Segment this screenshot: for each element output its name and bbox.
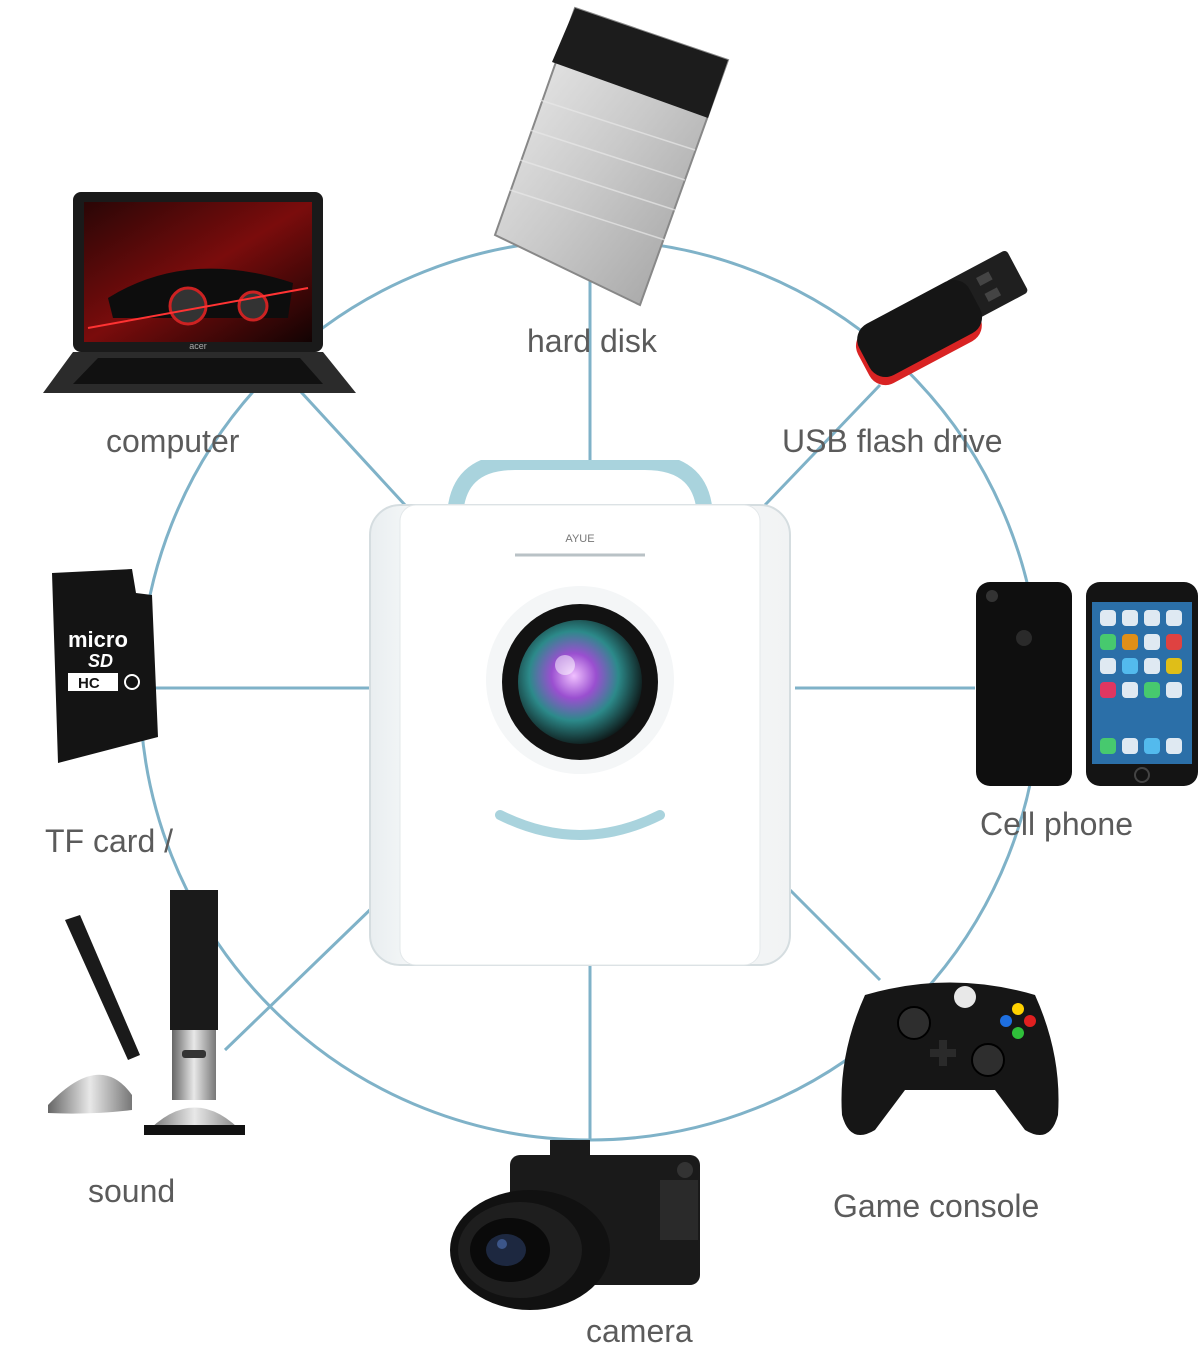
label-camera: camera bbox=[586, 1313, 693, 1349]
sd-type-text: SD bbox=[88, 651, 113, 671]
hard-disk-icon bbox=[493, 6, 730, 307]
sd-brand-text: micro bbox=[68, 627, 128, 652]
line-computer bbox=[288, 378, 407, 507]
camera-icon bbox=[450, 1140, 700, 1310]
label-hard-disk: hard disk bbox=[527, 323, 657, 359]
label-usb-flash-drive: USB flash drive bbox=[782, 423, 1003, 459]
cell-phone-icon bbox=[976, 582, 1198, 786]
line-usb bbox=[763, 383, 882, 507]
sd-hc-text: HC bbox=[78, 675, 100, 692]
line-game-console bbox=[788, 888, 882, 982]
game-controller-icon bbox=[841, 982, 1059, 1135]
usb-flash-drive-icon bbox=[855, 250, 1028, 386]
laptop-brand: acer bbox=[189, 341, 207, 351]
label-tf-card: TF card / bbox=[45, 823, 174, 859]
projector-body: AYUE bbox=[369, 454, 791, 966]
label-cell-phone: Cell phone bbox=[980, 806, 1133, 842]
mini-projector: AYUE bbox=[365, 454, 795, 970]
label-sound: sound bbox=[88, 1173, 176, 1209]
speaker-icon bbox=[48, 890, 245, 1135]
micro-sd-card-icon: micro SD HC bbox=[52, 569, 158, 763]
projector-logo: AYUE bbox=[565, 533, 594, 545]
line-sound bbox=[223, 903, 377, 1052]
laptop-icon: acer bbox=[43, 192, 356, 393]
label-computer: computer bbox=[106, 423, 240, 459]
label-game-console: Game console bbox=[833, 1188, 1040, 1224]
